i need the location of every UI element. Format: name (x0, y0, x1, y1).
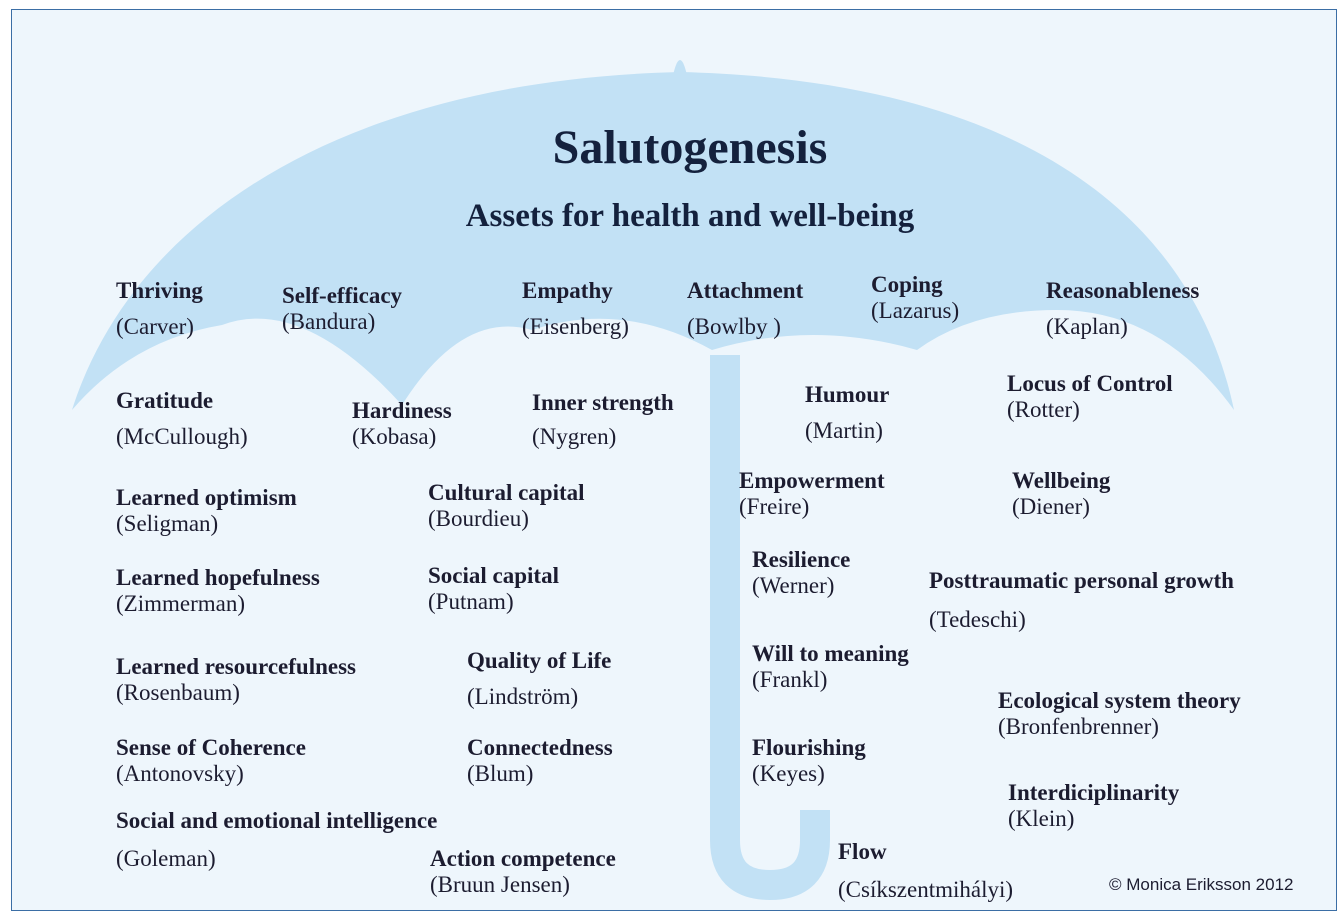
copyright-notice: © Monica Eriksson 2012 (1109, 875, 1294, 894)
asset-author: (Diener) (1012, 494, 1090, 519)
asset-author: (Eisenberg) (522, 314, 629, 339)
asset-name: Cultural capital (428, 480, 585, 505)
diagram-subtitle: Assets for health and well-being (465, 198, 915, 234)
asset-social-and-emotional-intelligence: Social and emotional intelligence (Golem… (116, 808, 437, 872)
asset-interdiciplinarity: Interdiciplinarity (Klein) (1008, 780, 1179, 832)
asset-action-competence: Action competence (Bruun Jensen) (430, 846, 616, 898)
asset-author: (Bowlby ) (687, 314, 781, 339)
asset-name: Will to meaning (752, 641, 909, 666)
asset-author: (Frankl) (752, 667, 828, 692)
asset-social-capital: Social capital (Putnam) (428, 563, 559, 615)
umbrella-canopy (72, 72, 1234, 410)
asset-name: Self-efficacy (282, 283, 403, 308)
asset-learned-hopefulness: Learned hopefulness (Zimmerman) (116, 565, 320, 617)
asset-name: Thriving (116, 278, 203, 303)
asset-author: (Lazarus) (871, 298, 960, 323)
asset-name: Ecological system theory (998, 688, 1241, 713)
asset-author: (Bandura) (282, 309, 376, 334)
asset-ecological-system-theory: Ecological system theory (Bronfenbrenner… (998, 688, 1241, 740)
asset-name: Wellbeing (1012, 468, 1111, 493)
asset-gratitude: Gratitude (McCullough) (116, 388, 248, 450)
asset-name: Coping (871, 272, 943, 297)
asset-reasonableness: Reasonableness (Kaplan) (1046, 278, 1199, 340)
asset-author: (Lindström) (467, 684, 579, 709)
asset-quality-of-life: Quality of Life (Lindström) (467, 648, 611, 710)
asset-locus-of-control: Locus of Control (Rotter) (1007, 371, 1173, 423)
asset-empathy: Empathy (Eisenberg) (522, 278, 629, 340)
umbrella-illustration (72, 60, 1234, 901)
asset-author: (Rotter) (1007, 397, 1080, 422)
asset-posttraumatic-personal-growth: Posttraumatic personal growth (Tedeschi) (929, 568, 1234, 633)
asset-author: (Goleman) (116, 846, 216, 871)
asset-author: (McCullough) (116, 424, 248, 449)
asset-name: Reasonableness (1046, 278, 1200, 303)
asset-hardiness: Hardiness (Kobasa) (352, 398, 452, 450)
asset-name: Humour (805, 382, 890, 407)
asset-wellbeing: Wellbeing (Diener) (1012, 468, 1110, 520)
asset-name: Flourishing (752, 735, 866, 760)
asset-author: (Bruun Jensen) (430, 872, 570, 897)
asset-author: (Kobasa) (352, 424, 437, 449)
asset-author: (Martin) (805, 418, 883, 443)
asset-resilience: Resilience (Werner) (752, 547, 850, 599)
asset-author: (Bronfenbrenner) (998, 714, 1159, 739)
asset-inner-strength: Inner strength (Nygren) (532, 390, 674, 450)
asset-name: Resilience (752, 547, 851, 572)
asset-flow: Flow (Csíkszentmihályi) (838, 839, 1013, 903)
asset-name: Inner strength (532, 390, 674, 415)
asset-name: Hardiness (352, 398, 452, 423)
asset-author: (Csíkszentmihályi) (838, 877, 1014, 902)
asset-author: (Klein) (1008, 806, 1075, 831)
asset-name: Flow (838, 839, 887, 864)
umbrella-handle (710, 355, 830, 901)
asset-author: (Nygren) (532, 424, 617, 449)
asset-name: Empowerment (739, 468, 885, 493)
asset-name: Sense of Coherence (116, 735, 306, 760)
asset-author: (Bourdieu) (428, 506, 529, 531)
asset-name: Learned hopefulness (116, 565, 320, 590)
asset-name: Quality of Life (467, 648, 612, 673)
asset-name: Action competence (430, 846, 616, 871)
asset-name: Empathy (522, 278, 613, 303)
asset-name: Attachment (687, 278, 804, 303)
diagram-frame: Salutogenesis Assets for health and well… (11, 9, 1337, 911)
asset-author: (Putnam) (428, 589, 514, 614)
asset-thriving: Thriving (Carver) (116, 278, 203, 340)
asset-name: Interdiciplinarity (1008, 780, 1180, 805)
diagram-title: Salutogenesis (552, 121, 828, 174)
asset-author: (Freire) (739, 494, 810, 519)
asset-empowerment: Empowerment (Freire) (739, 468, 885, 520)
asset-coping: Coping (Lazarus) (871, 272, 959, 324)
asset-author: (Blum) (467, 761, 534, 786)
asset-will-to-meaning: Will to meaning (Frankl) (752, 641, 909, 693)
asset-name: Posttraumatic personal growth (929, 568, 1234, 593)
asset-flourishing: Flourishing (Keyes) (752, 735, 866, 787)
asset-author: (Antonovsky) (116, 761, 244, 786)
asset-author: (Seligman) (116, 511, 219, 536)
asset-author: (Werner) (752, 573, 835, 598)
asset-learned-resourcefulness: Learned resourcefulness (Rosenbaum) (116, 654, 356, 706)
asset-connectedness: Connectedness (Blum) (467, 735, 613, 787)
asset-name: Connectedness (467, 735, 613, 760)
asset-name: Learned resourcefulness (116, 654, 356, 679)
asset-humour: Humour (Martin) (805, 382, 889, 444)
asset-sense-of-coherence: Sense of Coherence (Antonovsky) (116, 735, 306, 787)
asset-author: (Tedeschi) (929, 607, 1026, 632)
asset-author: (Rosenbaum) (116, 680, 240, 705)
asset-author: (Kaplan) (1046, 314, 1128, 339)
asset-author: (Carver) (116, 314, 194, 339)
asset-attachment: Attachment (Bowlby ) (687, 278, 803, 340)
asset-name: Locus of Control (1007, 371, 1173, 396)
asset-cultural-capital: Cultural capital (Bourdieu) (428, 480, 585, 532)
asset-name: Social capital (428, 563, 559, 588)
asset-author: (Zimmerman) (116, 591, 246, 616)
asset-name: Gratitude (116, 388, 214, 413)
asset-name: Learned optimism (116, 485, 297, 510)
asset-author: (Keyes) (752, 761, 825, 786)
asset-self-efficacy: Self-efficacy (Bandura) (282, 283, 402, 335)
asset-learned-optimism: Learned optimism (Seligman) (116, 485, 297, 537)
asset-name: Social and emotional intelligence (116, 808, 438, 833)
